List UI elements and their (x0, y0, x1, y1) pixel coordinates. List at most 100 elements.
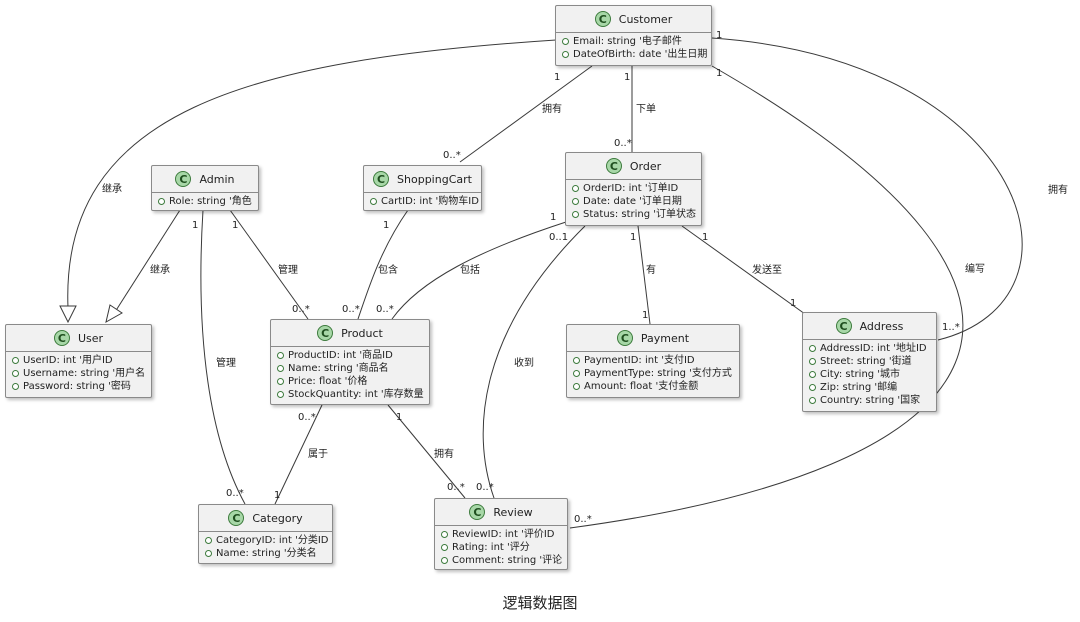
attribute-text: StockQuantity: int '库存数量 (288, 389, 424, 400)
class-c-icon: C (594, 11, 611, 27)
class-name: ShoppingCart (397, 172, 472, 186)
attribute: City: string '城市 (809, 368, 930, 381)
attribute-text: City: string '城市 (820, 369, 901, 380)
attribute: Comment: string '评论 (441, 554, 563, 567)
class-header: C Admin (152, 166, 258, 193)
class-order[interactable]: C Order OrderID: int '订单ID Date: date '订… (565, 152, 702, 226)
attribute: Street: string '街道 (809, 355, 930, 368)
mult-order-payment-dst: 1 (642, 310, 648, 321)
class-payment[interactable]: C Payment PaymentID: int '支付ID PaymentTy… (566, 324, 740, 398)
class-customer[interactable]: C Customer Email: string '电子邮件 DateOfBir… (555, 5, 712, 66)
mult-customer-order-dst: 0..* (614, 138, 632, 149)
class-name: User (77, 331, 104, 345)
attribute-text: Password: string '密码 (23, 381, 131, 392)
mult-admin-category-src: 1 (192, 220, 198, 231)
class-name: Address (859, 319, 904, 333)
public-circle-icon (562, 38, 569, 45)
class-shoppingcart[interactable]: C ShoppingCart CartID: int '购物车ID (363, 165, 482, 211)
mult-order-address-src: 1 (702, 232, 708, 243)
class-attributes: CartID: int '购物车ID (364, 193, 481, 212)
class-header: C User (6, 325, 151, 352)
class-name: Order (629, 159, 662, 173)
public-circle-icon (277, 352, 284, 359)
mult-product-category-src: 0..* (298, 412, 316, 423)
attribute: Password: string '密码 (12, 380, 145, 393)
class-header: C Address (803, 313, 936, 340)
inherit-arrow-customer-user (59, 305, 77, 324)
label-customer-order: 下单 (636, 103, 656, 115)
public-circle-icon (572, 185, 579, 192)
attribute: UserID: int '用户ID (12, 354, 145, 367)
attribute: AddressID: int '地址ID (809, 342, 930, 355)
attribute: Rating: int '评分 (441, 541, 561, 554)
class-attributes: CategoryID: int '分类ID Name: string '分类名 (199, 532, 332, 564)
label-product-category: 属于 (308, 448, 328, 460)
attribute: ProductID: int '商品ID (277, 349, 423, 362)
public-circle-icon (277, 391, 284, 398)
class-header: C Product (271, 320, 429, 347)
mult-order-review-dst: 0..* (476, 482, 494, 493)
attribute: Email: string '电子邮件 (562, 35, 705, 48)
attribute: OrderID: int '订单ID (572, 182, 695, 195)
attribute: PaymentType: string '支付方式 (573, 367, 733, 380)
attribute: DateOfBirth: date '出生日期 (562, 48, 708, 61)
class-name: Category (252, 511, 303, 525)
class-name: Payment (640, 331, 690, 345)
edge-order-payment (637, 225, 651, 325)
attribute: Zip: string '邮编 (809, 381, 930, 394)
class-user[interactable]: C User UserID: int '用户ID Username: strin… (5, 324, 152, 398)
mult-customer-order-src: 1 (624, 72, 630, 83)
label-order-product: 包括 (460, 263, 480, 276)
class-product[interactable]: C Product ProductID: int '商品ID Name: str… (270, 319, 430, 405)
public-circle-icon (158, 198, 165, 205)
mult-admin-category-dst: 0..* (226, 488, 244, 499)
class-header: C Order (566, 153, 701, 180)
attribute: Username: string '用户名 (12, 367, 145, 380)
public-circle-icon (12, 383, 19, 390)
class-attributes: PaymentID: int '支付ID PaymentType: string… (567, 352, 739, 397)
class-header: C Payment (567, 325, 739, 352)
edge-admin-category (200, 209, 246, 505)
attribute-text: Comment: string '评论 (452, 555, 563, 566)
mult-admin-product-src: 1 (232, 220, 238, 231)
label-order-address: 发送至 (752, 263, 782, 276)
class-address[interactable]: C Address AddressID: int '地址ID Street: s… (802, 312, 937, 412)
edge-customer-user (67, 39, 557, 309)
public-circle-icon (573, 357, 580, 364)
class-header: C Category (199, 505, 332, 532)
public-circle-icon (441, 557, 448, 564)
class-c-icon: C (53, 330, 70, 346)
class-review[interactable]: C Review ReviewID: int '评价ID Rating: int… (434, 498, 568, 570)
mult-order-product-dst: 0..* (376, 304, 394, 315)
mult-customer-address-dst: 1..* (942, 322, 960, 333)
label-customer-review: 编写 (965, 262, 985, 275)
class-category[interactable]: C Category CategoryID: int '分类ID Name: s… (198, 504, 333, 564)
public-circle-icon (205, 550, 212, 557)
mult-cart-product-dst: 0..* (342, 304, 360, 315)
class-c-icon: C (605, 158, 622, 174)
public-circle-icon (573, 383, 580, 390)
public-circle-icon (809, 371, 816, 378)
label-admin-category: 管理 (216, 356, 236, 369)
mult-customer-review-src: 1 (716, 68, 722, 79)
class-admin[interactable]: C Admin Role: string '角色 (151, 165, 259, 211)
attribute-text: AddressID: int '地址ID (820, 343, 927, 354)
public-circle-icon (562, 51, 569, 58)
edge-cart-product (357, 209, 409, 320)
edge-admin-product (229, 209, 309, 320)
class-attributes: OrderID: int '订单ID Date: date '订单日期 Stat… (566, 180, 701, 225)
attribute-text: Name: string '商品名 (288, 363, 389, 374)
public-circle-icon (12, 370, 19, 377)
class-c-icon: C (175, 171, 192, 187)
class-name: Customer (618, 12, 673, 26)
mult-customer-review-dst: 0..* (574, 514, 592, 525)
label-customer-address: 拥有 (1048, 183, 1068, 196)
attribute-text: Rating: int '评分 (452, 542, 530, 553)
public-circle-icon (809, 384, 816, 391)
public-circle-icon (809, 345, 816, 352)
attribute-text: Price: float '价格 (288, 376, 368, 387)
edge-product-category (274, 404, 323, 505)
attribute-text: DateOfBirth: date '出生日期 (573, 49, 708, 60)
edge-customer-review (569, 65, 964, 529)
